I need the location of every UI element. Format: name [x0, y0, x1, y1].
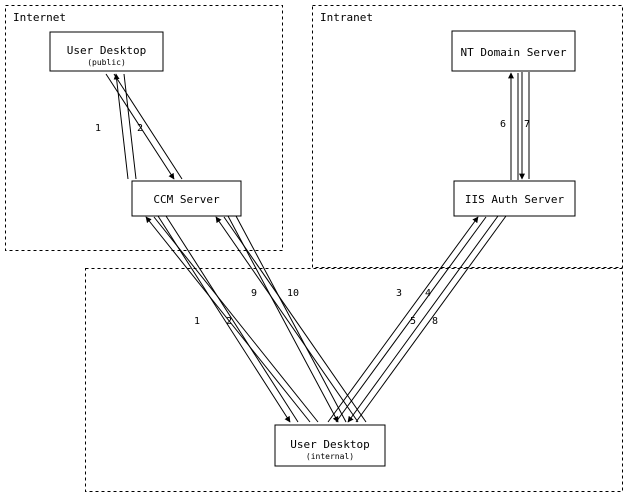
node-title-iis-auth-server: IIS Auth Server [465, 193, 565, 206]
node-nt-domain-server[interactable]: NT Domain Server [451, 30, 576, 72]
flow-label-step-9: 9 [251, 288, 257, 299]
zone-boundary-bottom [85, 268, 623, 492]
flow-public-desktop-to-ccm [105, 73, 183, 180]
flow-ccm-to-internal-desktop-left [145, 215, 319, 423]
flow-label-step-8: 8 [432, 316, 438, 327]
flow-label-step-3: 3 [396, 288, 402, 299]
flow-iis-to-nt-domain [508, 72, 530, 180]
flow-label-step-10: 10 [287, 288, 299, 299]
zone-boundary-internet [5, 5, 283, 251]
node-title-user-desktop-internal: User Desktop [290, 438, 369, 451]
flow-iis-to-internal-desktop [327, 215, 507, 423]
flow-label-step-5: 5 [410, 316, 416, 327]
flow-label-step-2-public: 2 [137, 123, 143, 134]
flow-label-step-4: 4 [425, 288, 431, 299]
node-title-user-desktop-public: User Desktop [67, 44, 146, 57]
flow-label-step-1-public: 1 [95, 123, 101, 134]
flow-label-step-7: 7 [524, 119, 530, 130]
flow-label-step-2-internal: 2 [226, 316, 232, 327]
node-ccm-server[interactable]: CCM Server [131, 180, 242, 217]
flow-label-step-6: 6 [500, 119, 506, 130]
zone-label-internet: Internet [13, 11, 66, 24]
flow-ccm-to-internal-desktop-right [215, 215, 367, 423]
zone-boundary-intranet [312, 5, 623, 268]
node-subtitle-user-desktop-public: (public) [87, 58, 126, 67]
node-title-ccm-server: CCM Server [153, 193, 220, 206]
node-iis-auth-server[interactable]: IIS Auth Server [453, 180, 576, 217]
node-subtitle-user-desktop-internal: (internal) [306, 452, 354, 461]
zone-label-intranet: Intranet [320, 11, 373, 24]
node-user-desktop-internal[interactable]: User Desktop (internal) [274, 424, 386, 467]
node-title-nt-domain-server: NT Domain Server [461, 46, 567, 59]
node-user-desktop-public[interactable]: User Desktop (public) [49, 31, 164, 72]
flow-label-step-1-internal: 1 [194, 316, 200, 327]
